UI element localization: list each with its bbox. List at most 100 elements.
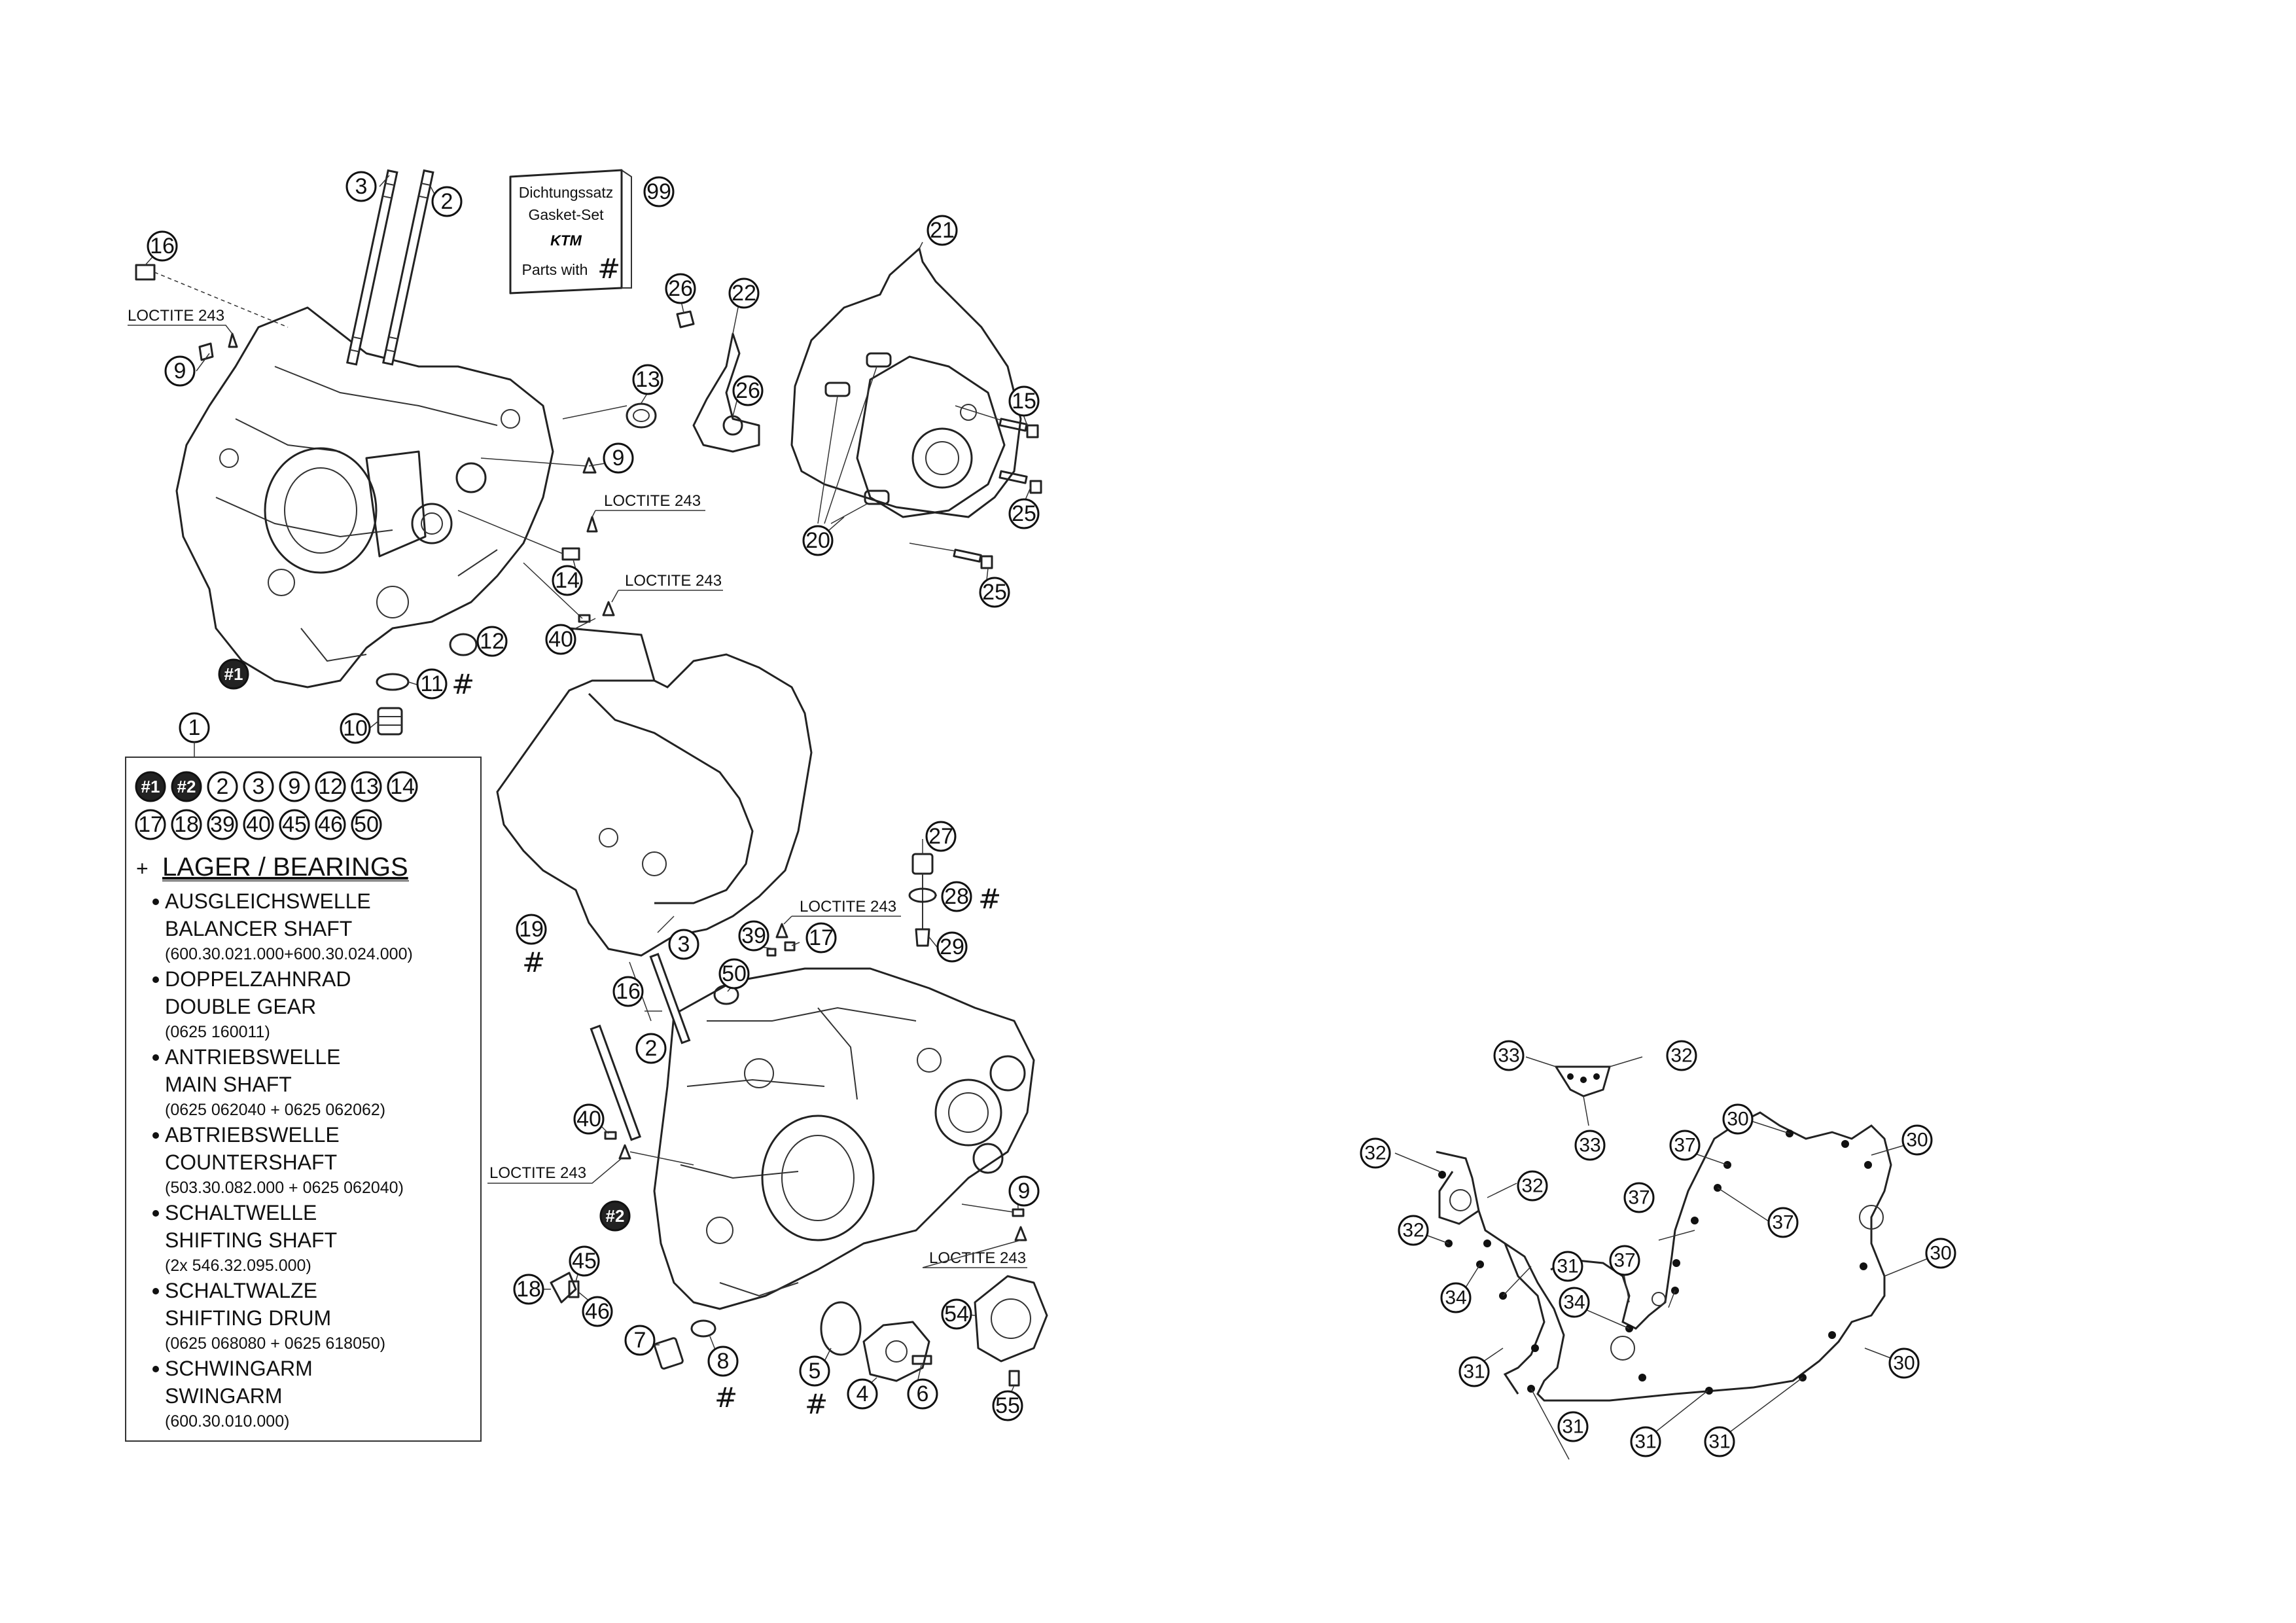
bearing-12 [449,633,478,656]
legend-callout-12: 12 [315,771,346,802]
stud-2 [382,169,434,366]
legend-item-en: MAIN SHAFT [165,1073,292,1096]
loctite-label-1: LOCTITE 243 [128,307,233,334]
loctite-label-2: LOCTITE 243 [592,492,705,518]
loctite-label-5: LOCTITE 243 [487,1158,622,1184]
drain-screw-27 [911,853,934,929]
svg-text:2: 2 [217,774,229,799]
legend-item-de: ABTRIEBSWELLE [165,1123,340,1147]
cover-4 [862,1321,930,1382]
callout-12: 12 [476,626,508,657]
loctite-label-3: LOCTITE 243 [611,572,723,603]
callout-5: 5 [799,1355,830,1387]
callout-29: 29 [936,931,968,963]
callout-21: 21 [927,215,958,246]
callout-25-lower: 25 [979,577,1010,608]
legend-callout-9: 9 [279,771,310,802]
callout-50: 50 [718,958,750,990]
callout-37-right: 37 [1767,1207,1799,1238]
svg-text:3: 3 [253,774,265,799]
right-engine-case-half [653,967,1035,1310]
loctite-label-6: LOCTITE 243 [922,1240,1027,1268]
callout-8: 8 [707,1346,739,1377]
svg-text:3: 3 [355,174,368,199]
svg-text:30: 30 [1930,1243,1951,1264]
svg-text:20: 20 [805,528,830,553]
legend-item-number: (600.30.021.000+600.30.024.000) [165,945,413,963]
svg-text:50: 50 [722,961,747,986]
hash-8: # [715,1382,737,1414]
bolt-55 [1008,1370,1020,1387]
svg-text:5: 5 [809,1359,821,1383]
legend-item-en: SHIFTING SHAFT [165,1228,337,1252]
legend-callout-40: 40 [243,809,274,840]
svg-text:14: 14 [555,568,580,593]
legend-item-number: (2x 546.32.095.000) [165,1257,311,1275]
svg-text:37: 37 [1628,1187,1650,1209]
callout-14: 14 [552,565,583,596]
callout-55: 55 [992,1390,1023,1421]
legend-bullet [152,1132,159,1139]
svg-text:LOCTITE 243: LOCTITE 243 [489,1164,586,1182]
callout-37-left: 37 [1623,1182,1655,1213]
svg-text:46: 46 [318,812,343,837]
svg-text:40: 40 [548,627,573,652]
left-engine-case-half [175,306,554,688]
legend-item-number: (0625 068080 + 0625 618050) [165,1334,385,1353]
legend-bullet [152,1288,159,1294]
svg-text:4: 4 [857,1382,869,1406]
washer-8 [690,1319,716,1338]
cover-gasket-21 [790,247,1022,518]
drain-plug-10 [377,707,403,736]
callout-2-top: 2 [431,186,463,217]
svg-text:6: 6 [917,1382,929,1406]
callout-45: 45 [569,1245,600,1277]
callout-30-top: 30 [1722,1103,1754,1135]
svg-text:2: 2 [645,1036,658,1061]
legend-item-en: SWINGARM [165,1384,283,1408]
cover-54 [974,1275,1048,1363]
callout-33-bottom: 33 [1574,1130,1606,1161]
svg-text:LOCTITE 243: LOCTITE 243 [128,307,224,325]
kit-hash: # [597,253,620,285]
svg-text:1: 1 [188,715,201,740]
callout-19: 19 [516,914,547,945]
plug-9-top [198,332,238,361]
svg-text:9: 9 [612,446,625,471]
legend-item-de: ANTRIEBSWELLE [165,1045,341,1069]
callout-11: 11 [416,668,448,700]
svg-text:37: 37 [1614,1250,1635,1272]
legend-title: LAGER / BEARINGS [162,853,408,882]
gasket-kit-box: Dichtungssatz Gasket-Set KTM Parts with … [509,169,632,294]
callout-37-top: 37 [1669,1130,1701,1161]
cover-gasket-outline [1436,1111,1892,1402]
callout-32-left: 32 [1360,1137,1391,1169]
svg-text:2: 2 [441,189,453,214]
svg-text:39: 39 [741,923,766,948]
svg-text:19: 19 [519,917,544,942]
callout-32-top: 32 [1666,1040,1697,1071]
svg-text:32: 32 [1670,1045,1692,1067]
legend-callout-45: 45 [279,809,310,840]
legend-callout-14: 14 [387,771,418,802]
legend-item-number: (0625 062040 + 0625 062062) [165,1101,385,1119]
svg-text:45: 45 [572,1249,597,1274]
legend-item-de: SCHWINGARM [165,1357,313,1380]
svg-text:15: 15 [1012,389,1036,414]
legend-item-en: DOUBLE GEAR [165,995,316,1018]
svg-text:10: 10 [343,716,368,741]
callout-15: 15 [1008,385,1040,417]
callout-9-top: 9 [164,355,196,387]
legend-callout-46: 46 [315,809,346,840]
stud-3 [346,169,398,366]
svg-text:29: 29 [940,935,964,959]
nut-26-top [676,310,695,329]
svg-text:99: 99 [646,179,671,204]
legend-callout-50: 50 [351,809,382,840]
svg-text:30: 30 [1893,1353,1915,1374]
legend-callout-18: 18 [171,809,202,840]
hash-19: # [522,946,545,978]
svg-text:31: 31 [1562,1416,1583,1438]
